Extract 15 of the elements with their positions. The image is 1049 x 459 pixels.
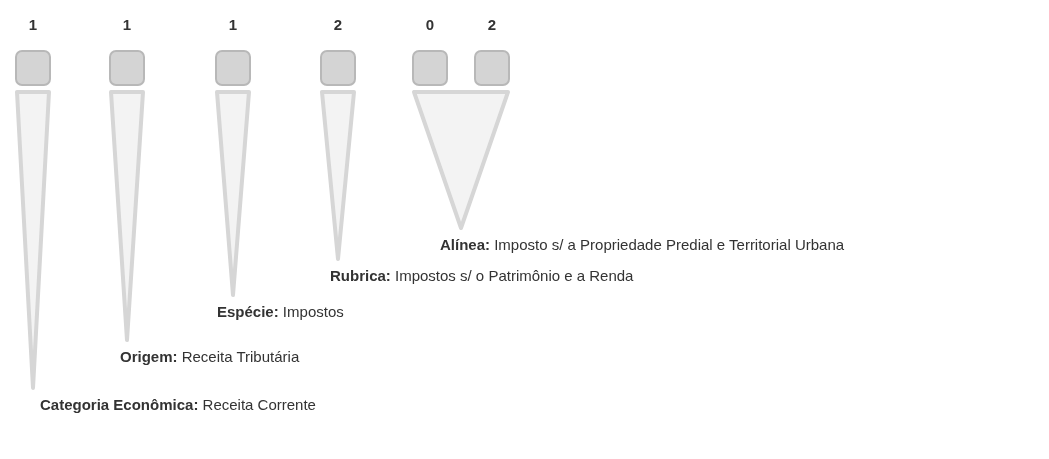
digit-label: 0 xyxy=(424,16,436,33)
classification-label: Rubrica: Impostos s/ o Patrimônio e a Renda xyxy=(330,267,634,284)
wedge-pointer xyxy=(109,90,145,342)
classification-label: Espécie: Impostos xyxy=(217,303,344,320)
wedge-pointer xyxy=(15,90,51,390)
digit-label: 1 xyxy=(227,16,239,33)
wedge-pointer xyxy=(320,90,356,261)
classification-label: Alínea: Imposto s/ a Propriedade Predial e Territorial Urbana xyxy=(440,236,845,253)
classification-label: Origem: Receita Tributária xyxy=(120,348,300,365)
digit-label: 1 xyxy=(27,16,39,33)
wedge-pointer xyxy=(215,90,251,297)
digit-label: 2 xyxy=(332,16,344,33)
classification-label: Categoria Econômica: Receita Corrente xyxy=(40,396,316,413)
digit-label: 2 xyxy=(486,16,498,33)
digit-label: 1 xyxy=(121,16,133,33)
